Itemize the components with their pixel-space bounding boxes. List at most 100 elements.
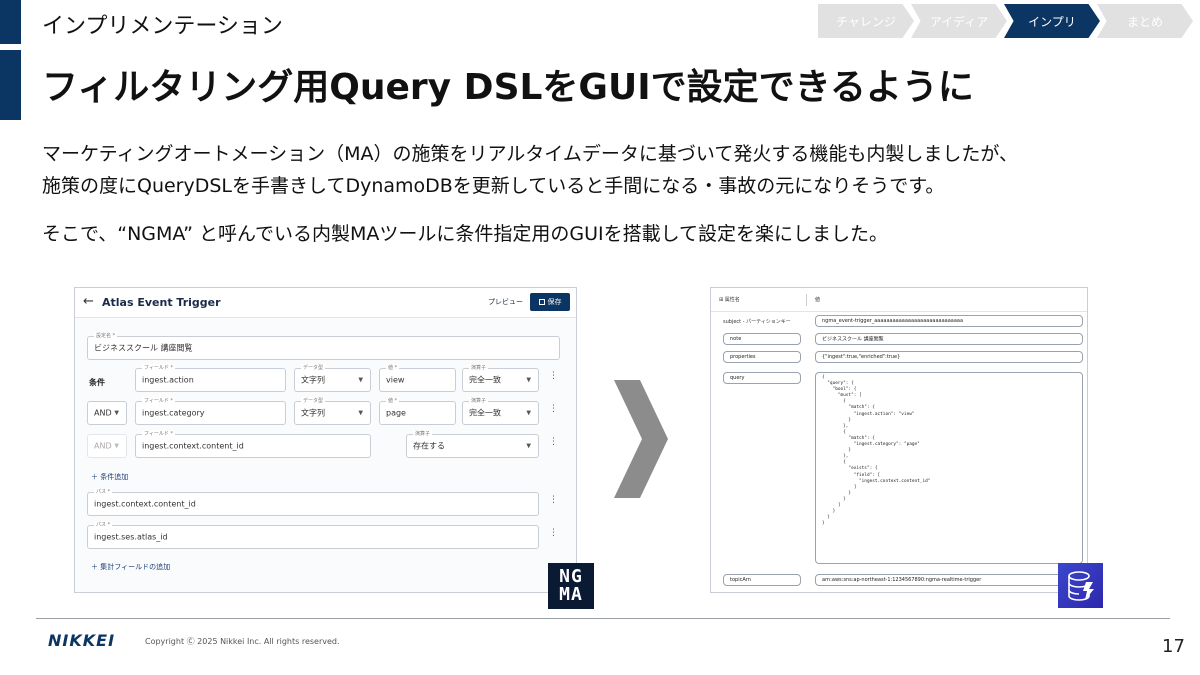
- plus-icon: ＋: [91, 473, 98, 481]
- form-title: Atlas Event Trigger: [102, 296, 221, 309]
- properties-value: {"ingest":true,"enriched":true}: [822, 354, 901, 360]
- progress-steps: チャレンジ アイディア インプリ まとめ: [818, 4, 1193, 38]
- datatype-value-2: 文字列: [301, 408, 325, 418]
- datatype-label-1: データ型: [301, 364, 326, 371]
- topic-value-field[interactable]: arn:aws:sns:ap-northeast-1:1234567890:ng…: [815, 574, 1083, 586]
- query-label: query: [730, 375, 745, 381]
- ngma-logo-line-1: NG: [559, 566, 583, 587]
- field-input-1[interactable]: フィールド * ingest.action: [135, 364, 286, 392]
- setting-name-field[interactable]: 設定名 * ビジネススクール 講座閲覧: [87, 332, 560, 360]
- properties-label: properties: [730, 354, 756, 360]
- chevron-down-icon: ▼: [114, 442, 119, 450]
- properties-value-field[interactable]: {"ingest":true,"enriched":true}: [815, 351, 1083, 363]
- note-value-field[interactable]: ビジネススクール 講座閲覧: [815, 333, 1083, 345]
- chevron-down-icon: ▼: [526, 442, 531, 450]
- step-impl: インプリ: [1004, 4, 1100, 38]
- field-value-2: ingest.category: [142, 408, 205, 418]
- chevron-right-icon: [614, 380, 668, 498]
- chevron-down-icon: ▼: [526, 376, 531, 384]
- field-input-2[interactable]: フィールド * ingest.category: [135, 397, 286, 425]
- more-vert-icon[interactable]: ⋮: [549, 528, 558, 538]
- operator-value-3: 存在する: [413, 441, 445, 451]
- ngma-logo: NG MA: [548, 563, 594, 609]
- operator-select-1[interactable]: 演算子 完全一致 ▼: [462, 364, 539, 392]
- query-key-field[interactable]: query: [723, 372, 801, 384]
- form-screenshot: ← Atlas Event Trigger プレビュー 保存 設定名 * ビジネ…: [74, 287, 577, 593]
- path-input-1[interactable]: パス * ingest.context.content_id: [87, 488, 539, 516]
- add-condition-button[interactable]: ＋ 条件追加: [91, 472, 128, 482]
- dynamodb-logo: [1058, 563, 1103, 608]
- nikkei-logo: NIKKEI: [48, 631, 116, 650]
- value-label-1: 値 *: [386, 364, 400, 371]
- page-title: フィルタリング用Query DSLをGUIで設定できるように: [42, 67, 974, 108]
- logic-select-3[interactable]: AND ▼: [87, 434, 127, 458]
- body-line-1: マーケティングオートメーション（MA）の施策をリアルタイムデータに基づいて発火す…: [42, 143, 1018, 165]
- accent-bar-top: [0, 0, 21, 44]
- form-header: ← Atlas Event Trigger プレビュー 保存: [75, 288, 576, 318]
- logic-select-2[interactable]: AND ▼: [87, 401, 127, 425]
- setting-name-value: ビジネススクール 講座閲覧: [94, 343, 193, 353]
- copyright-text: Copyright Ⓒ 2025 Nikkei Inc. All rights …: [145, 637, 340, 646]
- body-paragraph-2: そこで、“NGMA” と呼んでいる内製MAツールに条件指定用のGUIを搭載して設…: [42, 223, 889, 245]
- save-label: 保存: [547, 298, 562, 306]
- path-value-1: ingest.context.content_id: [94, 499, 196, 509]
- operator-label-1: 演算子: [469, 364, 489, 371]
- field-value-1: ingest.action: [142, 375, 194, 385]
- body-line-2: 施策の度にQueryDSLを手書きしてDynamoDBを更新していると手間になる…: [42, 175, 945, 197]
- topic-label: topicArn: [730, 577, 751, 583]
- operator-select-2[interactable]: 演算子 完全一致 ▼: [462, 397, 539, 425]
- query-value-field[interactable]: { "query": { "bool": { "must": [ { "matc…: [815, 372, 1083, 564]
- setting-name-label: 設定名 *: [94, 332, 118, 339]
- subject-value: ngma_event-trigger_aaaaaaaaaaaaaaaaaaaaa…: [822, 318, 964, 324]
- topic-value: arn:aws:sns:ap-northeast-1:1234567890:ng…: [822, 577, 982, 583]
- subject-label: subject - パーティションキー: [723, 319, 791, 325]
- operator-label-2: 演算子: [469, 397, 489, 404]
- operator-value-1: 完全一致: [469, 375, 501, 385]
- back-arrow-icon[interactable]: ←: [83, 294, 94, 309]
- path-input-2[interactable]: パス * ingest.ses.atlas_id: [87, 521, 539, 549]
- chevron-down-icon: ▼: [358, 409, 363, 417]
- operator-label-3: 演算子: [413, 430, 433, 437]
- ngma-logo-line-2: MA: [559, 584, 583, 605]
- note-key-field[interactable]: note: [723, 333, 801, 345]
- datatype-select-2[interactable]: データ型 文字列 ▼: [294, 397, 371, 425]
- chevron-down-icon: ▼: [114, 409, 119, 417]
- save-button[interactable]: 保存: [530, 293, 570, 311]
- field-value-3: ingest.context.content_id: [142, 441, 244, 451]
- value-header: 値: [815, 297, 821, 303]
- more-vert-icon[interactable]: ⋮: [549, 371, 558, 381]
- operator-select-3[interactable]: 演算子 存在する ▼: [406, 430, 539, 458]
- more-vert-icon[interactable]: ⋮: [549, 495, 558, 505]
- accent-bar-bottom: [0, 50, 21, 120]
- logic-value-3: AND: [94, 441, 112, 451]
- value-input-1[interactable]: 値 * view: [379, 364, 456, 392]
- value-value-2: page: [386, 408, 406, 418]
- field-label-3: フィールド *: [142, 430, 175, 437]
- operator-value-2: 完全一致: [469, 408, 501, 418]
- database-icon: [1067, 570, 1094, 601]
- note-value: ビジネススクール 講座閲覧: [822, 336, 884, 343]
- plus-icon: ＋: [91, 563, 98, 571]
- value-input-2[interactable]: 値 * page: [379, 397, 456, 425]
- chevron-down-icon: ▼: [358, 376, 363, 384]
- more-vert-icon[interactable]: ⋮: [549, 437, 558, 447]
- preview-button[interactable]: プレビュー: [488, 298, 523, 306]
- datatype-select-1[interactable]: データ型 文字列 ▼: [294, 364, 371, 392]
- properties-key-field[interactable]: properties: [723, 351, 801, 363]
- path-label-1: パス *: [94, 488, 113, 495]
- save-icon: [538, 299, 545, 305]
- note-label: note: [730, 336, 742, 342]
- more-vert-icon[interactable]: ⋮: [549, 404, 558, 414]
- query-json: { "query": { "bool": { "must": [ { "matc…: [822, 375, 931, 527]
- path-label-2: パス *: [94, 521, 113, 528]
- add-agg-field-button[interactable]: ＋ 集計フィールドの追加: [91, 562, 170, 572]
- header-separator: [806, 294, 807, 306]
- datatype-label-2: データ型: [301, 397, 326, 404]
- value-value-1: view: [386, 375, 405, 385]
- step-summary: まとめ: [1097, 4, 1193, 38]
- add-condition-label: 条件追加: [100, 473, 129, 481]
- subject-value-field[interactable]: ngma_event-trigger_aaaaaaaaaaaaaaaaaaaaa…: [815, 315, 1083, 327]
- field-input-3[interactable]: フィールド * ingest.context.content_id: [135, 430, 371, 458]
- topic-key-field[interactable]: topicArn: [723, 574, 801, 586]
- value-label-2: 値 *: [386, 397, 400, 404]
